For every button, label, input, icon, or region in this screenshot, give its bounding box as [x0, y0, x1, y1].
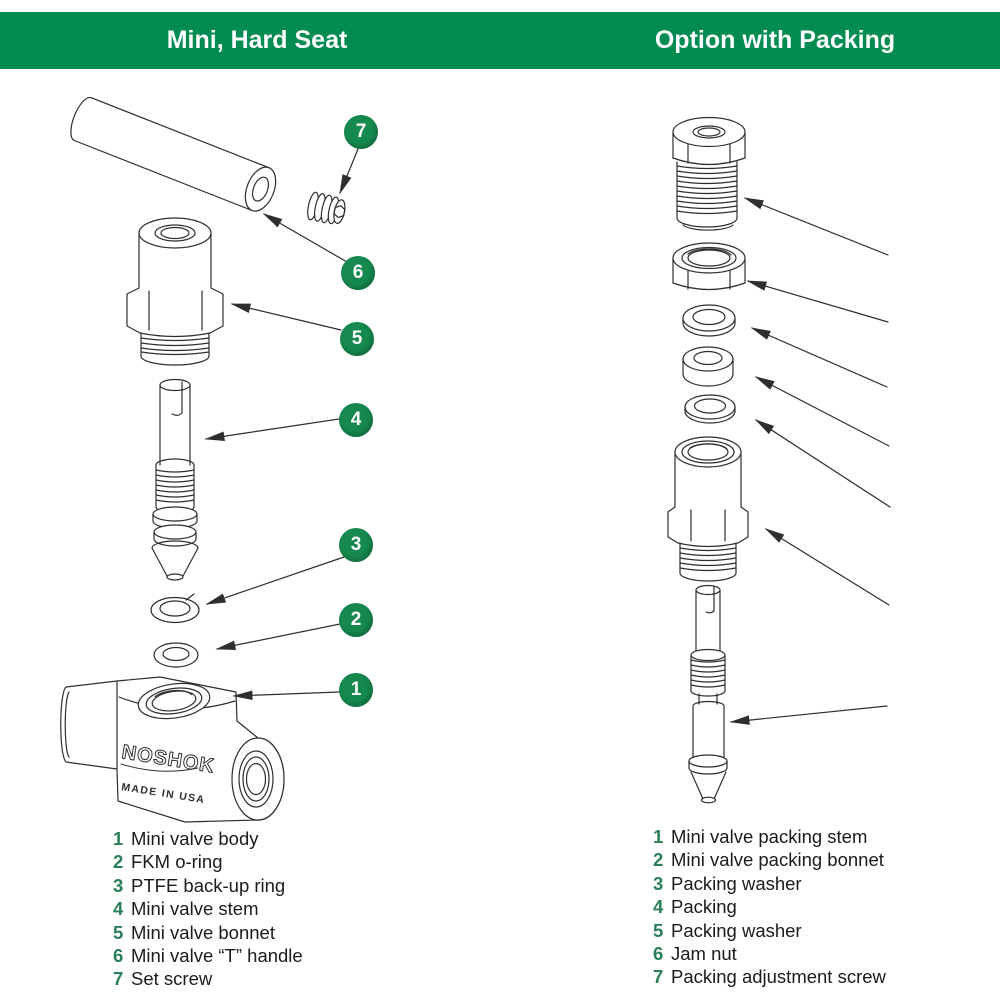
- packing-bonnet-drawing: [667, 436, 749, 582]
- list-item: 4 Mini valve stem: [113, 897, 303, 920]
- list-item: 1 Mini valve body: [113, 827, 303, 850]
- t-handle-drawing: [70, 96, 277, 212]
- item-number: 2: [113, 851, 124, 873]
- item-number: 1: [653, 826, 664, 847]
- item-label: Packing washer: [671, 872, 802, 894]
- callout-1-number: 1: [350, 679, 362, 700]
- packing-adjustment-screw-drawing: [672, 116, 746, 231]
- list-item: 5 Mini valve bonnet: [113, 921, 303, 944]
- right-leader-lines: [729, 197, 891, 725]
- packing-washer-bottom-drawing: [684, 394, 736, 424]
- callout-6-number: 6: [352, 262, 364, 283]
- callout-2: 2: [339, 603, 373, 637]
- item-number: 6: [653, 942, 664, 964]
- set-screw-drawing: [307, 191, 346, 225]
- list-item: 2 Mini valve packing bonnet: [653, 848, 886, 871]
- list-item: 1 Mini valve packing stem: [653, 825, 886, 848]
- right-section-title: Option with Packing: [654, 26, 896, 54]
- callout-7-number: 7: [355, 121, 367, 142]
- callout-3: 3: [339, 528, 373, 562]
- item-number: 5: [113, 921, 124, 943]
- item-label: Packing adjustment screw: [671, 966, 886, 988]
- left-parts-list: 1 Mini valve body 2 FKM o-ring 3 PTFE back-…: [113, 827, 303, 991]
- list-item: 4 Packing: [653, 895, 886, 918]
- item-label: Packing washer: [671, 919, 802, 941]
- header-bar: Mini, Hard Seat Option with Packing: [0, 12, 1000, 69]
- item-number: 4: [653, 896, 664, 918]
- item-number: 3: [113, 874, 124, 896]
- callout-5-number: 5: [351, 328, 363, 349]
- list-item: 6 Jam nut: [653, 942, 886, 965]
- fkm-oring-drawing: [153, 642, 199, 668]
- list-item: 7 Packing adjustment screw: [653, 965, 886, 988]
- item-number: 2: [653, 849, 664, 871]
- item-label: Mini valve stem: [131, 898, 259, 920]
- item-label: Packing: [671, 896, 737, 918]
- callout-5: 5: [340, 322, 374, 356]
- item-label: Set screw: [131, 968, 213, 990]
- item-label: Mini valve packing stem: [671, 826, 868, 847]
- item-label: FKM o-ring: [131, 851, 223, 873]
- callout-4: 4: [339, 403, 373, 437]
- callout-7: 7: [344, 115, 378, 149]
- item-number: 5: [653, 919, 664, 941]
- item-label: PTFE back-up ring: [131, 874, 286, 896]
- callout-4-number: 4: [350, 409, 362, 430]
- item-label: Mini valve body: [131, 828, 259, 849]
- right-parts-list: 1 Mini valve packing stem 2 Mini valve pac…: [653, 825, 886, 989]
- item-number: 1: [113, 828, 124, 849]
- list-item: 3 PTFE back-up ring: [113, 874, 303, 897]
- left-leader-lines: [204, 148, 359, 701]
- item-number: 4: [113, 898, 124, 920]
- ptfe-backup-ring-drawing: [150, 593, 200, 624]
- packing-stem-drawing: [688, 584, 728, 804]
- list-item: 5 Packing washer: [653, 919, 886, 942]
- item-label: Mini valve “T” handle: [131, 944, 303, 966]
- item-number: 7: [653, 966, 664, 988]
- item-label: Mini valve packing bonnet: [671, 849, 884, 871]
- mini-valve-body-drawing: NOSHOK MADE IN USA: [60, 676, 285, 823]
- callout-2-number: 2: [350, 609, 362, 630]
- callout-1: 1: [339, 673, 373, 707]
- left-section-title: Mini, Hard Seat: [166, 26, 348, 54]
- mini-valve-bonnet-drawing: [126, 217, 224, 366]
- packing-washer-top-drawing: [682, 304, 736, 337]
- jam-nut-drawing: [672, 242, 746, 291]
- list-item: 3 Packing washer: [653, 872, 886, 895]
- list-item: 2 FKM o-ring: [113, 850, 303, 873]
- callout-3-number: 3: [350, 534, 362, 555]
- item-label: Jam nut: [671, 942, 737, 964]
- list-item: 6 Mini valve “T” handle: [113, 944, 303, 967]
- item-label: Mini valve bonnet: [131, 921, 275, 943]
- packing-drawing: [682, 346, 734, 387]
- item-number: 3: [653, 872, 664, 894]
- list-item: 7 Set screw: [113, 967, 303, 990]
- mini-valve-stem-drawing: [151, 378, 199, 581]
- item-number: 7: [113, 968, 124, 990]
- callout-6: 6: [341, 256, 375, 290]
- item-number: 6: [113, 944, 124, 966]
